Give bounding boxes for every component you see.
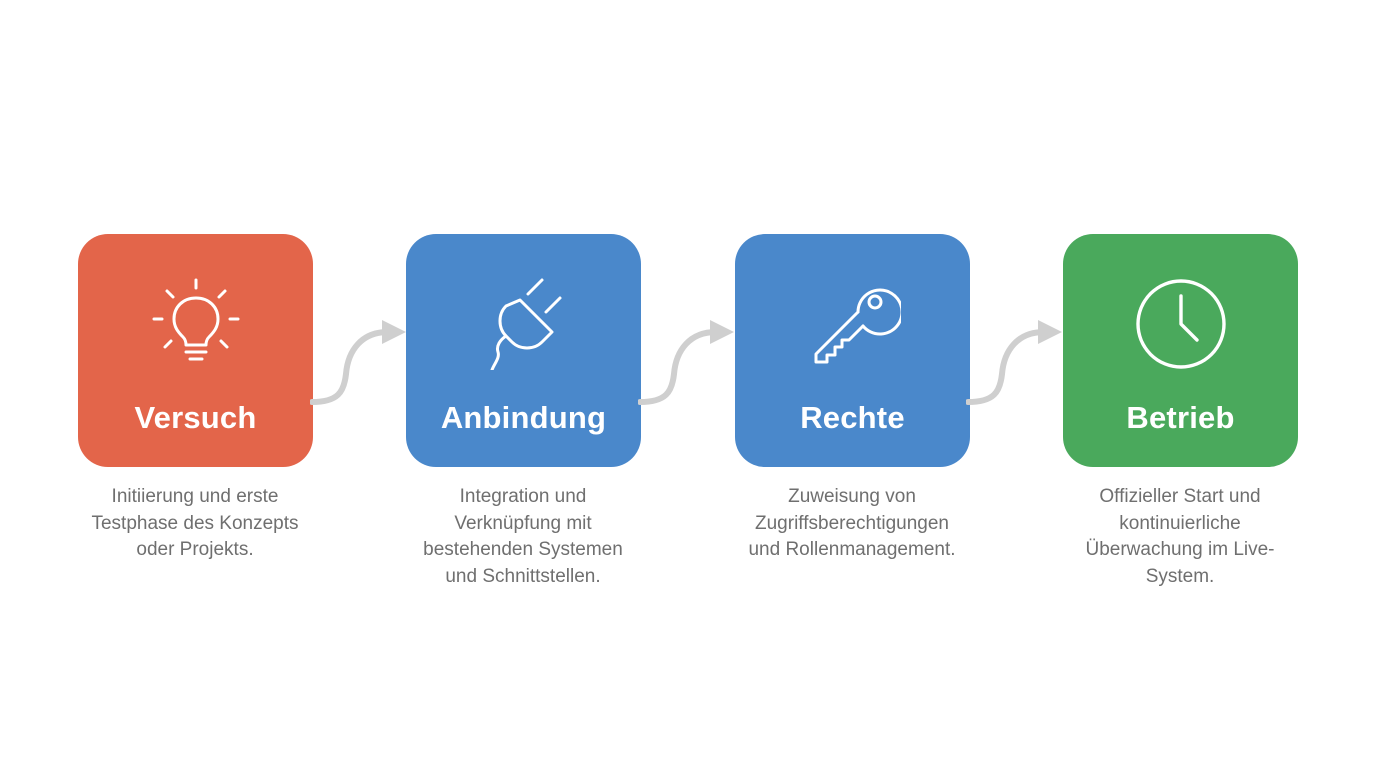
description-line: Verknüpfung mit bbox=[454, 512, 592, 534]
step-card-anbindung: Anbindung bbox=[406, 234, 641, 467]
plug-icon bbox=[476, 274, 572, 370]
lightbulb-icon bbox=[148, 274, 244, 370]
description-line: Zugriffsberechtigungen bbox=[755, 512, 949, 534]
step-card-versuch: Versuch bbox=[78, 234, 313, 467]
description-line: und Schnittstellen. bbox=[445, 565, 601, 587]
description-line: Überwachung im Live- bbox=[1085, 539, 1275, 560]
step-title: Betrieb bbox=[1126, 400, 1235, 435]
description-line: oder Projekts. bbox=[136, 539, 254, 560]
step-description-betrieb: Offizieller Start und kontinuierliche Üb… bbox=[1050, 484, 1310, 590]
step-card-betrieb: Betrieb bbox=[1063, 234, 1298, 467]
step-title: Anbindung bbox=[440, 400, 607, 435]
step-description-rechte: Zuweisung von Zugriffsberechtigungen und… bbox=[722, 484, 982, 564]
step-description-anbindung: Integration und Verknüpfung mit bestehen… bbox=[393, 484, 653, 590]
description-line: Offizieller Start und bbox=[1099, 486, 1261, 507]
step-title: Versuch bbox=[134, 400, 257, 435]
step-card-rechte: Rechte bbox=[735, 234, 970, 467]
step-title: Rechte bbox=[800, 400, 905, 435]
description-line: System. bbox=[1145, 565, 1215, 587]
clock-icon bbox=[1133, 274, 1229, 370]
step-description-versuch: Initiierung und erste Testphase des Konz… bbox=[65, 484, 325, 564]
arrow-connector bbox=[310, 320, 406, 405]
description-line: und Rollenmanagement. bbox=[748, 539, 956, 560]
key-icon bbox=[805, 274, 901, 370]
description-line: Integration und bbox=[459, 486, 587, 507]
description-line: Testphase des Konzepts bbox=[91, 512, 299, 534]
description-line: Initiierung und erste bbox=[111, 486, 279, 507]
arrow-connector bbox=[966, 320, 1062, 405]
arrow-connector bbox=[638, 320, 734, 405]
description-line: Zuweisung von bbox=[788, 486, 916, 507]
description-line: bestehenden Systemen bbox=[423, 539, 623, 560]
description-line: kontinuierliche bbox=[1119, 512, 1241, 534]
